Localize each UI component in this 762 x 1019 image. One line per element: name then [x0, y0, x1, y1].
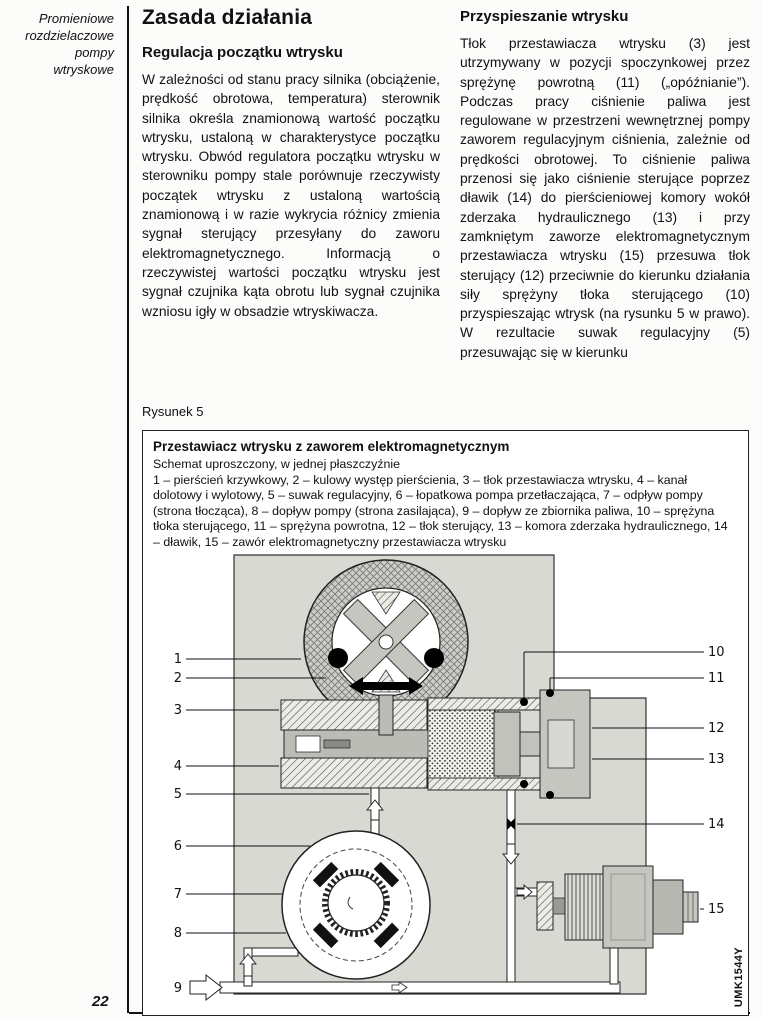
left-column: Regulacja początku wtrysku W zależności …	[142, 44, 440, 321]
callout-number-6: 6	[174, 839, 182, 854]
control-piston-spring	[427, 709, 499, 779]
throttle	[507, 818, 515, 830]
control-piston-assembly	[427, 689, 591, 799]
callout-number-13: 13	[708, 752, 725, 767]
vane-pump	[281, 830, 431, 980]
page-title: Zasada działania	[142, 6, 313, 29]
callout-lines	[186, 651, 704, 934]
callout-number-5: 5	[174, 787, 182, 802]
callout-number-15: 15	[708, 902, 725, 917]
margin-divider	[127, 6, 129, 1013]
solenoid-valve	[536, 865, 699, 949]
figure-legend: 1 – pierścień krzywkowy, 2 – kulowy wyst…	[153, 472, 728, 549]
section-heading-left: Regulacja początku wtrysku	[142, 44, 343, 61]
figure-label: Rysunek 5	[142, 404, 204, 419]
pump-diagram: 1 2 3 4 5 6 7 8 9 10 11 12 13 14 15	[174, 554, 725, 1002]
rotation-arrow	[349, 677, 423, 695]
control-piston	[493, 711, 521, 777]
cam-pin	[378, 694, 394, 736]
callout-number-7: 7	[174, 887, 182, 902]
timing-piston-assembly	[280, 694, 437, 789]
figure-watermark: UMK1544Y	[733, 946, 745, 1007]
right-column: Przyspieszanie wtrysku Tłok przestawiacz…	[460, 8, 750, 362]
callout-number-3: 3	[174, 703, 182, 718]
cam-ball-right	[424, 648, 444, 668]
pump-vanes	[312, 861, 400, 949]
solenoid-connector	[652, 879, 684, 935]
cam-ball-left	[328, 648, 348, 668]
callout-number-12: 12	[708, 721, 725, 736]
callout-number-14: 14	[708, 817, 725, 832]
figure-box: Przestawiacz wtrysku z zaworem elektroma…	[142, 430, 749, 1016]
fuel-inlet-arrow	[189, 973, 223, 1002]
section-heading-right: Przyspieszanie wtrysku	[460, 8, 629, 25]
callout-number-11: 11	[708, 671, 725, 686]
figure-caption-intro: Schemat uproszczony, w jednej płaszczyźn…	[153, 457, 401, 471]
body-text-left: W zależności od stanu pracy silnika (obc…	[142, 72, 440, 319]
figure-title: Przestawiacz wtrysku z zaworem elektroma…	[153, 439, 510, 454]
flow-arrows	[189, 799, 533, 1002]
callout-number-8: 8	[174, 926, 182, 941]
callout-number-1: 1	[174, 652, 182, 667]
solenoid-coil	[564, 873, 604, 941]
margin-label: Promieniowe rozdzielaczowe pompy wtrysko…	[25, 11, 114, 77]
figure-caption: Schemat uproszczony, w jednej płaszczyźn…	[153, 457, 736, 551]
callout-number-9: 9	[174, 981, 182, 996]
callout-numbers: 1 2 3 4 5 6 7 8 9 10 11 12 13 14 15	[174, 645, 725, 996]
callout-number-2: 2	[174, 671, 182, 686]
callout-number-10: 10	[708, 645, 725, 660]
page-number: 22	[92, 993, 109, 1010]
callout-number-4: 4	[174, 759, 182, 774]
body-text-right: Tłok przestawiacza wtrysku (3) jest utrz…	[460, 36, 750, 360]
solenoid-housing	[602, 865, 654, 949]
cam-ring-assembly	[303, 559, 469, 725]
